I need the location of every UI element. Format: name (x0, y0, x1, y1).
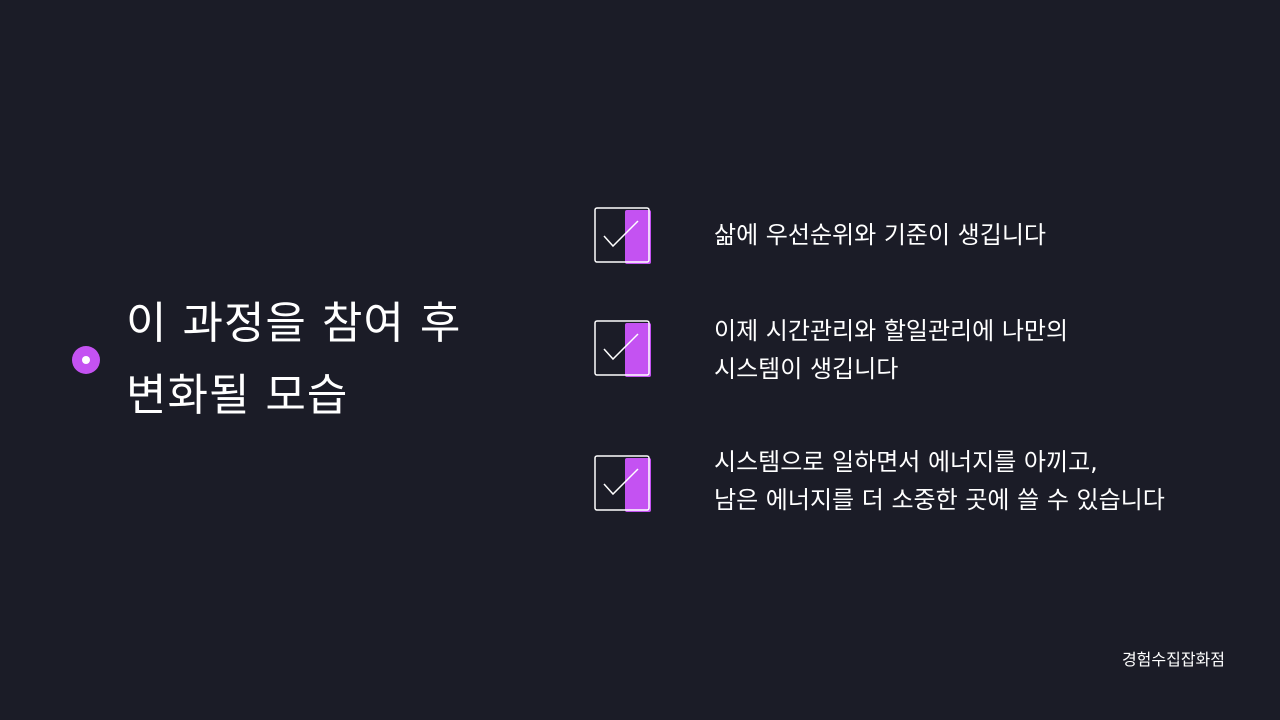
footer-brand: 경험수집잡화점 (1121, 650, 1225, 669)
slide-title: 이 과정을 참여 후 변화될 모습 (126, 298, 462, 421)
dot-bullet-icon (72, 346, 100, 374)
checkbox-checked-icon (594, 455, 651, 512)
list-item: 이제 시간관리와 할일관리에 나만의 시스템이 생깁니다 (594, 317, 1234, 400)
list-item-text: 이제 시간관리와 할일관리에 나만의 시스템이 생깁니다 (714, 317, 1069, 383)
list-item: 시스템으로 일하면서 에너지를 아끼고, 남은 에너지를 더 소중한 곳에 쓸 … (594, 448, 1234, 535)
checkbox-checked-icon (594, 320, 651, 377)
checkbox-checked-icon (594, 207, 651, 264)
list-item: 삶에 우선순위와 기준이 생깁니다 (594, 207, 1234, 287)
list-item-text: 삶에 우선순위와 기준이 생깁니다 (714, 221, 1047, 249)
list-item-text: 시스템으로 일하면서 에너지를 아끼고, 남은 에너지를 더 소중한 곳에 쓸 … (714, 448, 1165, 514)
